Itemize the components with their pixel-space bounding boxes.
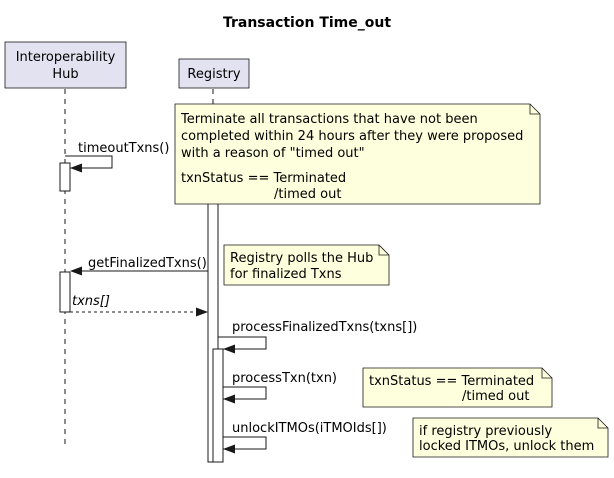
note-terminate-line4: txnStatus == Terminated	[181, 171, 346, 186]
diagram-title: Transaction Time_out	[223, 15, 391, 31]
note-terminate: Terminate all transactions that have not…	[174, 103, 541, 205]
note-polls-line2: for finalized Txns	[230, 267, 342, 282]
hub-activation-2	[59, 271, 71, 313]
participant-registry-label: Registry	[187, 67, 241, 82]
message-timeout-label: timeoutTxns()	[78, 141, 169, 156]
registry-activation-2	[212, 348, 224, 463]
note-unlock-line1: if registry previously	[419, 424, 552, 439]
message-get-finalized: getFinalizedTxns()	[70, 256, 208, 276]
message-unlock: unlockITMOs(iTMOIds[])	[223, 421, 387, 454]
note-terminate-line2: completed within 24 hours after they wer…	[181, 129, 523, 144]
note-terminate-line1: Terminate all transactions that have not…	[180, 112, 478, 127]
message-process-finalized: processFinalizedTxns(txns[])	[218, 320, 417, 354]
message-unlock-label: unlockITMOs(iTMOIds[])	[232, 421, 387, 436]
participant-hub-line2: Hub	[52, 67, 78, 82]
message-txns-return: txns[]	[70, 294, 208, 317]
note-terminate-line5: /timed out	[274, 187, 341, 202]
hub-activation-1	[59, 162, 71, 192]
participant-hub: Interoperability Hub	[4, 41, 127, 89]
note-status: txnStatus == Terminated /timed out	[362, 367, 553, 408]
message-txns-return-label: txns[]	[72, 294, 110, 309]
message-process-txn: processTxn(txn)	[223, 371, 337, 404]
participant-hub-line1: Interoperability	[16, 50, 116, 65]
note-polls-line1: Registry polls the Hub	[230, 251, 373, 266]
note-status-line1: txnStatus == Terminated	[369, 374, 534, 389]
note-status-line2: /timed out	[462, 389, 529, 404]
message-process-finalized-label: processFinalizedTxns(txns[])	[232, 320, 417, 335]
message-get-finalized-label: getFinalizedTxns()	[88, 256, 207, 271]
note-unlock-line2: locked ITMOs, unlock them	[419, 439, 594, 454]
note-polls: Registry polls the Hub for finalized Txn…	[223, 244, 390, 286]
participant-registry: Registry	[178, 58, 250, 89]
note-terminate-line3: with a reason of "timed out"	[181, 146, 365, 161]
message-process-txn-label: processTxn(txn)	[232, 371, 337, 386]
note-unlock: if registry previously locked ITMOs, unl…	[412, 417, 609, 458]
message-timeout: timeoutTxns()	[65, 141, 169, 173]
